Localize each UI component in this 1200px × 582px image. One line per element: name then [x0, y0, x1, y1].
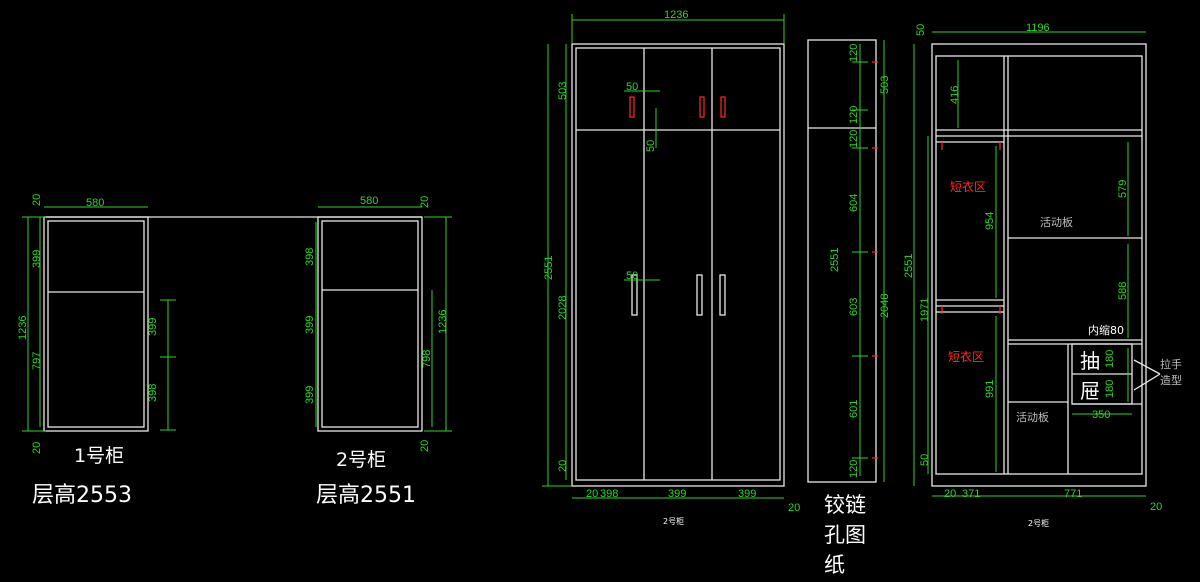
desk-elevation — [43, 216, 423, 432]
interior-view-dimensions: 50 1196 2551 1971 50 416 954 991 579 588… — [903, 22, 1182, 528]
upper-handle-2 — [699, 96, 705, 118]
middle-dimensions: 399 398 — [147, 318, 159, 402]
hinge-dim-604: 604 — [848, 194, 860, 212]
middle-dim-2: 398 — [147, 384, 159, 402]
drawer-label-1: 抽 — [1080, 349, 1100, 373]
cab2-right-lower-dim: 798 — [421, 350, 433, 368]
lower-handle-1 — [631, 274, 638, 316]
interior-bottom-dim-771: 771 — [1064, 488, 1082, 500]
front-caption: 2号柜 — [663, 516, 684, 526]
cabinet-1-dimensions: 580 20 399 797 1236 20 1号柜 层高2553 — [17, 194, 148, 508]
interior-bottom-dim-371: 371 — [962, 488, 980, 500]
handle-leader-line-1 — [1133, 359, 1161, 375]
interior-dim-350: 350 — [1092, 409, 1110, 421]
hinge-caption-line-2: 孔图 — [824, 523, 866, 547]
cab1-upper-dim: 399 — [31, 250, 43, 268]
handle-label-1: 拉手 — [1160, 357, 1182, 371]
short-clothes-zone-1: 短衣区 — [950, 179, 986, 194]
front-bottom-dim-2: 398 — [600, 488, 618, 500]
cab1-bottom-dim: 20 — [31, 442, 43, 454]
cabinet-2-dimensions: 580 20 398 399 399 798 1236 20 2号柜 层高255… — [304, 195, 452, 508]
front-bottom-dim-1: 20 — [586, 488, 598, 500]
front-bottom-dim: 20 — [557, 460, 569, 472]
cab2-right-upper-dim: 1236 — [437, 310, 449, 334]
hinge-caption-line-3: 纸 — [824, 553, 845, 577]
front-bottom-dim-5: 20 — [788, 502, 800, 514]
hinge-top-dim: 503 — [879, 76, 891, 94]
interior-caption: 2号柜 — [1028, 518, 1049, 528]
hinge-dim-120-d: 120 — [848, 460, 860, 478]
hinge-dim-120-a: 120 — [848, 44, 860, 62]
lower-handle-3 — [719, 274, 726, 316]
cab1-lower-dim: 797 — [31, 352, 43, 370]
interior-dim-579: 579 — [1117, 180, 1129, 198]
cab1-label: 1号柜 — [74, 445, 124, 467]
front-top-dim: 503 — [557, 82, 569, 100]
cab2-label: 2号柜 — [336, 449, 386, 471]
handle-label-2: 造型 — [1160, 373, 1182, 387]
interior-lower-dim: 1971 — [919, 298, 931, 322]
handle-leader-line-2 — [1133, 373, 1161, 391]
lower-handle-2 — [696, 274, 703, 316]
cab2-floor-height: 层高2551 — [316, 483, 416, 508]
hinge-dim-601: 601 — [848, 400, 860, 418]
hinge-dim-603: 603 — [848, 298, 860, 316]
inset-label: 内缩80 — [1088, 323, 1124, 337]
short-clothes-zone-2: 短衣区 — [948, 349, 984, 364]
interior-dim-991: 991 — [984, 380, 996, 398]
movable-board-2: 活动板 — [1016, 410, 1049, 424]
interior-dim-588: 588 — [1117, 282, 1129, 300]
hinge-caption-line-1: 铰链 — [824, 493, 866, 517]
interior-view — [931, 43, 1147, 487]
cab2-width-dim: 580 — [360, 195, 378, 207]
cab2-left-dim-2: 399 — [304, 316, 316, 334]
interior-dim-180-b: 180 — [1104, 380, 1116, 398]
front-handle-dim-3: 50 — [626, 270, 638, 282]
hinge-total-dim: 2551 — [829, 248, 841, 272]
interior-width-dim: 1196 — [1026, 22, 1050, 34]
cab1-width-dim: 580 — [86, 197, 104, 209]
hinge-view — [807, 39, 885, 483]
interior-total-dim: 2551 — [903, 254, 915, 278]
upper-handle-1 — [629, 96, 635, 118]
cab2-top-dim: 20 — [419, 196, 431, 208]
cab2-left-dim-1: 398 — [304, 248, 316, 266]
cab1-floor-height: 层高2553 — [32, 483, 132, 508]
interior-dim-180-a: 180 — [1104, 350, 1116, 368]
front-handle-dim-2: 50 — [645, 140, 657, 152]
interior-bottom-dim: 50 — [919, 454, 931, 466]
interior-bottom-dim-20: 20 — [944, 488, 956, 500]
front-lower-dim: 2028 — [557, 296, 569, 320]
front-view — [571, 43, 785, 487]
cab2-bottom-dim: 20 — [419, 440, 431, 452]
interior-dim-416: 416 — [949, 86, 961, 104]
interior-dim-954: 954 — [984, 212, 996, 230]
front-bottom-dim-3: 399 — [668, 488, 686, 500]
front-handle-dim-1: 50 — [626, 81, 638, 93]
front-width-dim: 1236 — [664, 9, 688, 21]
hinge-dim-120-b: 120 — [848, 106, 860, 124]
hinge-dim-120-c: 120 — [848, 130, 860, 148]
front-view-dimensions: 1236 503 2551 2028 20 50 50 50 20 398 39… — [542, 9, 800, 526]
movable-board-1: 活动板 — [1040, 215, 1073, 229]
drawer-label-2: 屉 — [1080, 379, 1100, 403]
cab1-total-dim: 1236 — [17, 316, 29, 340]
middle-dim-1: 399 — [147, 318, 159, 336]
upper-handle-3 — [720, 96, 726, 118]
front-total-dim: 2551 — [543, 256, 555, 280]
cab1-top-dim: 20 — [31, 194, 43, 206]
front-bottom-dim-4: 399 — [738, 488, 756, 500]
hinge-view-dimensions: 120 120 120 604 603 601 120 2551 503 204… — [824, 44, 891, 577]
interior-bottom-dim-20-right: 20 — [1150, 501, 1162, 513]
cab2-left-dim-3: 399 — [304, 386, 316, 404]
interior-top-dim: 50 — [915, 24, 927, 36]
hinge-lower-dim: 2048 — [879, 294, 891, 318]
